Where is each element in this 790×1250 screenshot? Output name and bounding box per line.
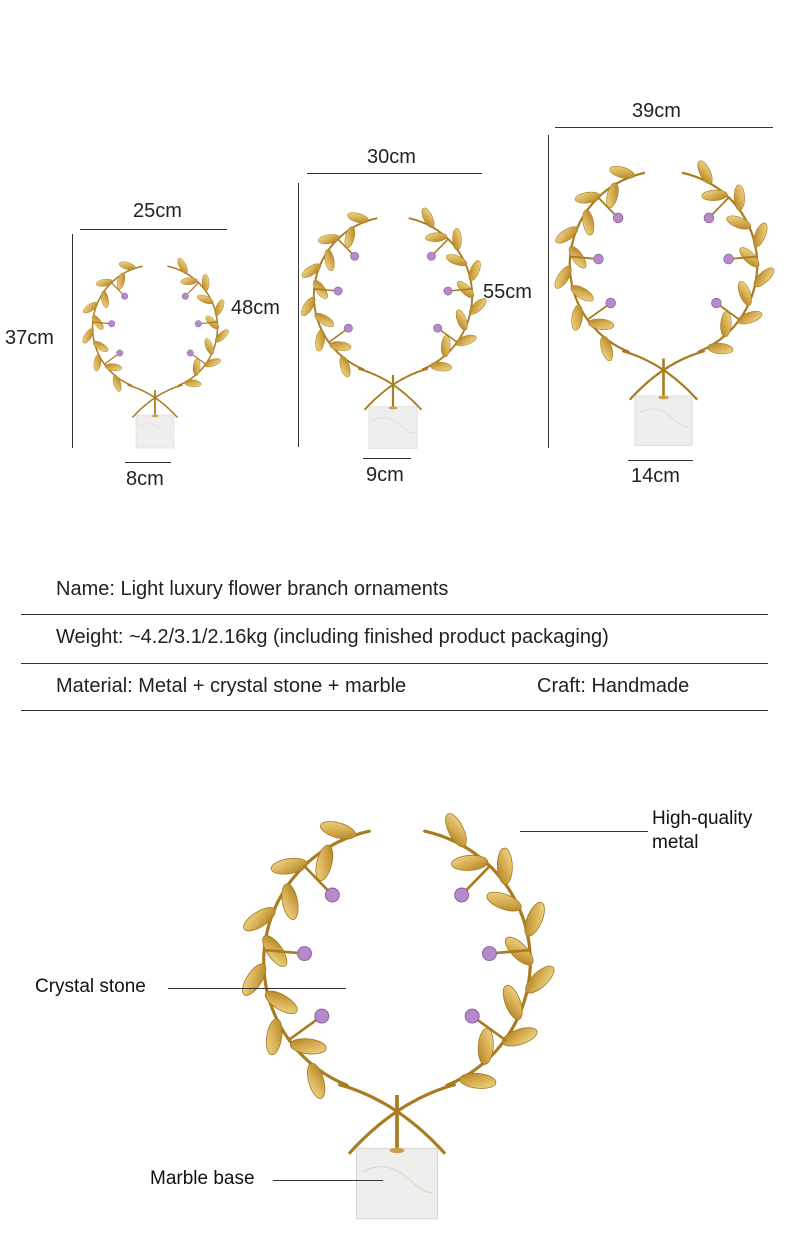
height-dim-label: 48cm xyxy=(231,297,280,319)
spec-name: Name: Light luxury flower branch ornamen… xyxy=(56,578,449,600)
height-dim-line xyxy=(298,183,299,447)
wreath-ornament-detail xyxy=(242,813,555,1220)
base-dim-line xyxy=(628,460,693,461)
base-dim-label: 14cm xyxy=(631,465,680,487)
spec-craft: Craft: Handmade xyxy=(537,675,690,697)
width-dim-label: 25cm xyxy=(133,200,182,222)
width-dim-line xyxy=(80,229,227,230)
wreath-ornament-large xyxy=(554,160,775,446)
width-dim-label: 39cm xyxy=(632,100,681,122)
base-callout-label: Marble base xyxy=(150,1168,255,1189)
base-dim-label: 9cm xyxy=(366,464,404,486)
height-dim-line xyxy=(72,234,73,448)
spec-material: Material: Metal + crystal stone + marble xyxy=(56,675,407,697)
spec-divider xyxy=(21,614,768,615)
height-dim-line xyxy=(548,135,549,448)
base-dim-line xyxy=(125,462,171,463)
crystal-callout-label: Crystal stone xyxy=(35,976,146,997)
spec-divider xyxy=(21,710,768,711)
wreath-ornament-small xyxy=(82,257,229,449)
crystal-callout-line xyxy=(168,988,346,989)
base-dim-label: 8cm xyxy=(126,468,164,490)
metal-callout-label: metal xyxy=(652,832,699,853)
base-dim-line xyxy=(363,458,411,459)
width-dim-label: 30cm xyxy=(367,146,416,168)
metal-callout-line xyxy=(520,831,648,832)
spec-weight: Weight: ~4.2/3.1/2.16kg (including finis… xyxy=(56,626,609,648)
wreath-ornament-medium xyxy=(301,207,487,449)
spec-divider xyxy=(21,663,768,664)
metal-callout-label: High-quality xyxy=(652,808,753,829)
width-dim-line xyxy=(555,127,773,128)
width-dim-line xyxy=(307,173,482,174)
height-dim-label: 55cm xyxy=(483,281,532,303)
height-dim-label: 37cm xyxy=(5,327,54,349)
base-callout-line xyxy=(273,1180,383,1181)
